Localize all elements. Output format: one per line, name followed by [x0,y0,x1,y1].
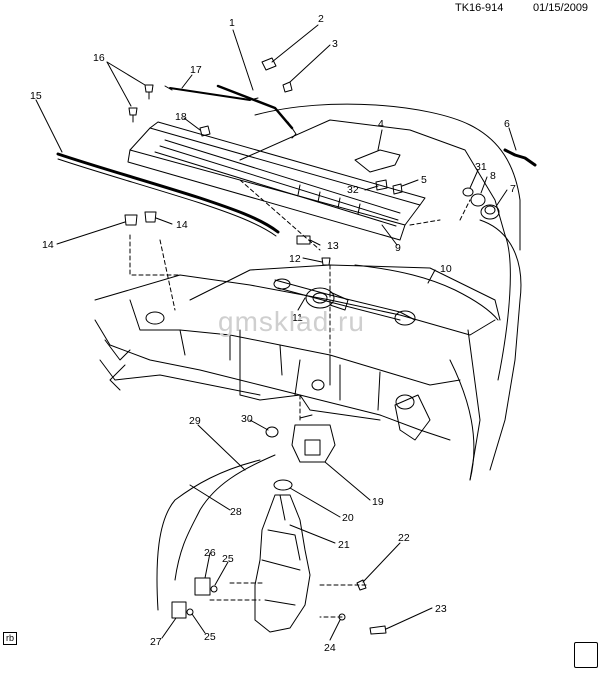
callout-2: 2 [318,13,324,25]
callout-1: 1 [229,17,235,29]
part-22-nut [356,579,367,591]
part-15-seal [56,152,280,237]
part-23-bolt [369,625,387,635]
part-21-washer-reservoir [254,494,311,633]
callout-29: 29 [189,415,201,427]
part-6-hose [503,148,537,167]
part-5-clip [392,183,403,195]
watermark: gmsklad.ru [218,306,365,337]
part-18-clip [199,125,211,137]
callout-5: 5 [421,174,427,186]
callout-12: 12 [289,253,301,265]
callout-28: 28 [230,506,242,518]
callout-4: 4 [378,118,384,130]
part-4-bracket [354,149,401,173]
callout-17: 17 [190,64,202,76]
callout-25a: 25 [222,553,234,565]
callout-13: 13 [327,240,339,252]
diagram-date: 01/15/2009 [533,2,589,14]
callout-24: 24 [324,642,336,654]
callout-9: 9 [395,242,401,254]
callout-11: 11 [292,312,303,324]
callout-20: 20 [342,512,354,524]
part-25-grommet-a [210,585,218,593]
part-7-cap [480,204,500,220]
callout-10: 10 [440,263,452,275]
part-20-cap [273,479,293,491]
callout-14b: 14 [176,219,188,231]
part-13-connector [296,235,311,245]
callout-21: 21 [338,539,350,551]
part-17-wiper-blade [164,85,259,101]
part-19-washer-pump [291,414,336,463]
part-3-nut [282,81,293,93]
part-28-hose [156,459,261,611]
footer-tag: rb [3,632,18,645]
part-14-clip-a [124,214,138,226]
part-25-grommet-b [186,608,194,616]
callout-8: 8 [490,170,496,182]
guide-lines [129,179,471,618]
callout-25b: 25 [204,631,216,643]
part-27-pump [171,601,187,619]
callout-32: 32 [347,184,359,196]
callout-19: 19 [372,496,384,508]
callout-6: 6 [504,118,510,130]
callout-labels: 1 2 3 4 5 6 7 8 9 10 11 12 13 14 14 15 1… [30,13,516,654]
part-31-grommet [462,187,474,197]
callout-31: 31 [475,161,487,173]
part-12-bolt [321,257,331,266]
part-32-clip [375,179,388,191]
callout-16: 16 [93,52,105,64]
part-16-bolt-a [144,84,154,100]
callout-7: 7 [510,183,516,195]
callout-23: 23 [435,603,447,615]
part-2-cap [261,57,277,71]
callout-22: 22 [398,532,410,544]
part-14-clip-b [144,211,157,223]
diagram-code: TK16-914 [455,2,504,14]
callout-15: 15 [30,90,42,102]
callout-14a: 14 [42,239,54,251]
part-29-hose [174,454,276,581]
callout-18: 18 [175,111,187,123]
logo-icon [574,642,598,668]
part-8-cap [470,193,486,207]
part-10-hose [354,264,499,321]
callout-30: 30 [241,413,253,425]
body-outline [189,103,522,481]
callout-26: 26 [204,547,216,559]
part-16-bolt-b [128,107,138,123]
callout-3: 3 [332,38,338,50]
part-30-nut [265,426,279,438]
callout-27: 27 [150,636,162,648]
part-26-pump [194,577,211,596]
part-1-wiper-arm [216,84,297,139]
cowl-panel [94,274,496,441]
callout-leaders [35,24,517,641]
